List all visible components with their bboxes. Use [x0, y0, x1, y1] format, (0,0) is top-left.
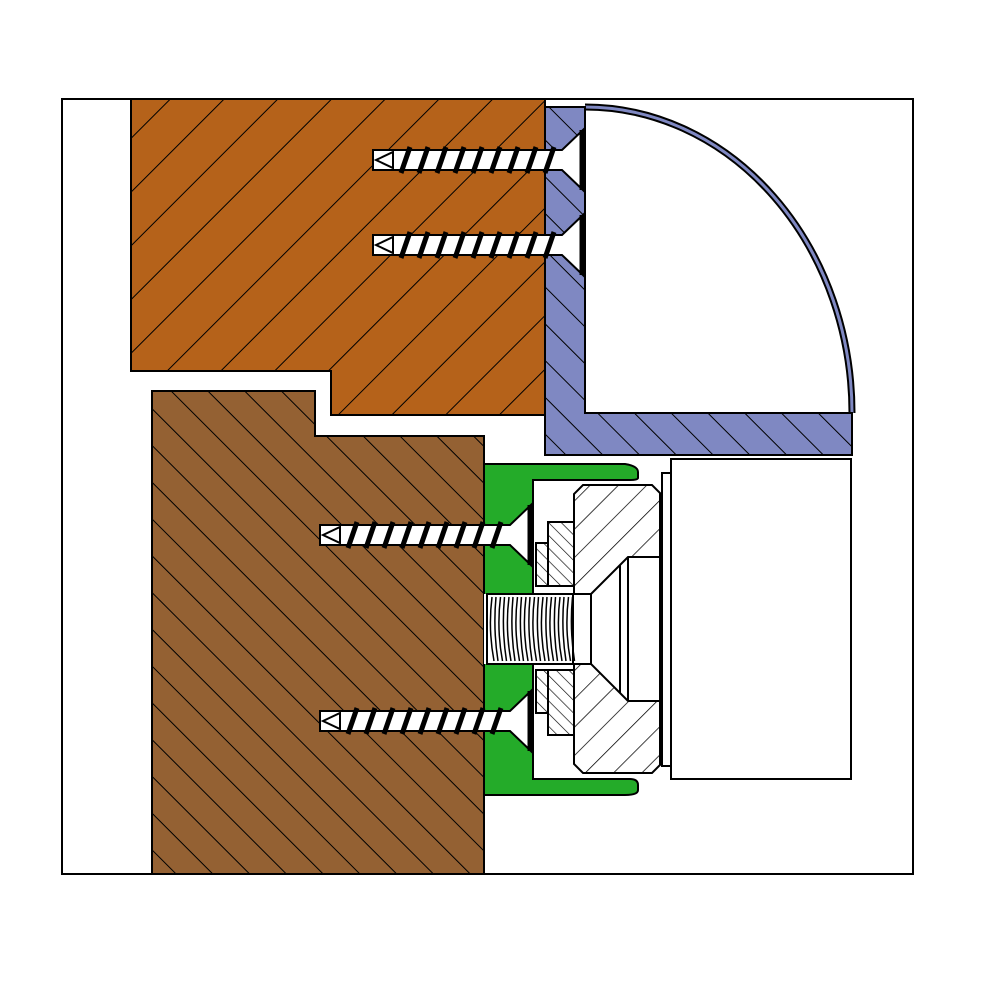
lower-wood-block	[151, 390, 485, 875]
thread-line	[515, 596, 521, 662]
threaded-bolt	[486, 593, 592, 665]
mounting-plate	[661, 472, 672, 767]
wood-screw-bottom-1	[319, 500, 534, 570]
thread-line	[502, 596, 508, 662]
upper-wood-block	[130, 98, 546, 416]
wood-screw-top-2	[372, 210, 586, 280]
wood-screw-bottom-2	[319, 686, 534, 756]
thread-line	[553, 596, 559, 662]
thread-line	[566, 596, 572, 662]
mounted-component-box	[670, 458, 852, 780]
thread-line	[494, 596, 499, 662]
washers	[535, 521, 575, 736]
cap-nut	[573, 484, 661, 774]
thread-line	[532, 596, 538, 662]
thread-line	[489, 596, 495, 662]
thread-line	[562, 596, 567, 662]
thread-line	[498, 596, 504, 662]
thread-line	[519, 596, 525, 662]
thread-line	[506, 596, 512, 662]
thread-line	[549, 596, 555, 662]
thread-line	[536, 596, 542, 662]
thread-line	[523, 596, 529, 662]
thread-line	[511, 596, 516, 662]
thread-line	[545, 596, 550, 662]
thread-line	[557, 596, 563, 662]
thread-line	[540, 596, 546, 662]
wood-screw-top-1	[372, 125, 586, 195]
thread-line	[528, 596, 533, 662]
thread-line	[570, 596, 576, 662]
